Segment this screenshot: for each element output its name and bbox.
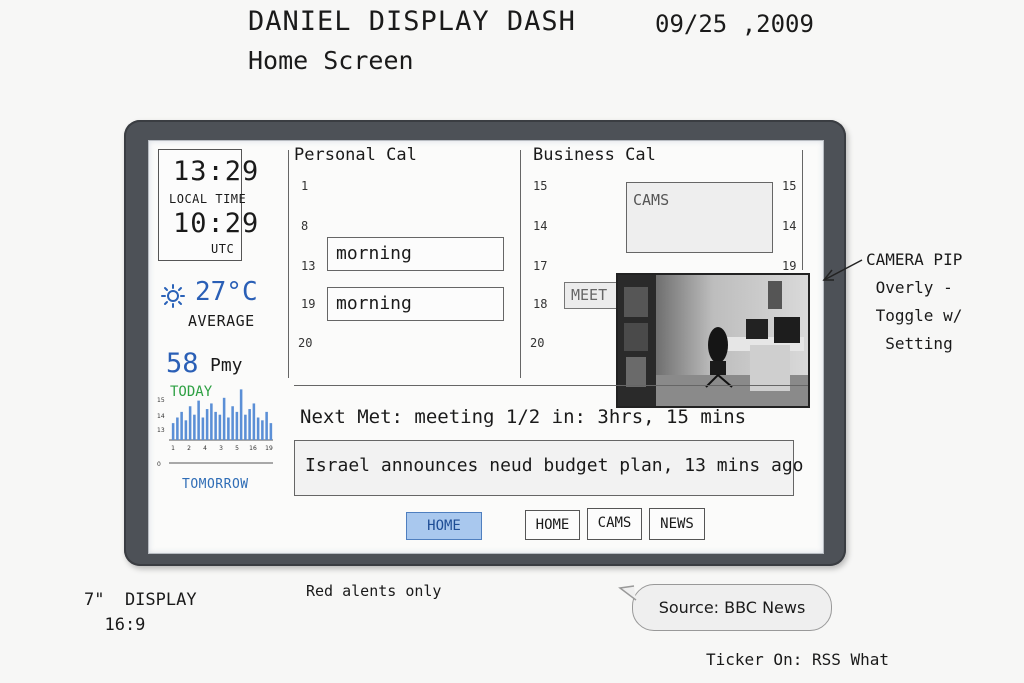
rain-bar <box>180 411 183 440</box>
rain-bar <box>256 417 260 440</box>
utc-time: 10:29 <box>173 208 260 239</box>
tomorrow-label: TOMORROW <box>182 477 249 492</box>
x-tick-label: 16 <box>249 445 257 452</box>
sun-icon <box>160 283 186 315</box>
x-tick-label: 19 <box>265 445 273 452</box>
rain-bar <box>218 414 222 440</box>
bubble-tail <box>618 585 637 601</box>
rain-bar <box>193 414 196 440</box>
rain-bar <box>205 409 209 440</box>
business-hour: 20 <box>530 336 545 350</box>
cams-button[interactable]: CAMS <box>587 508 642 540</box>
rain-bar <box>184 420 188 440</box>
business-hour-right: 15 <box>782 179 797 193</box>
red-alerts-note: Red alents only <box>306 582 442 600</box>
rain-bar <box>210 403 213 440</box>
rain-bar <box>252 403 256 440</box>
personal-event[interactable]: morning <box>327 287 504 321</box>
camera-pip[interactable] <box>616 273 810 408</box>
rain-bar <box>265 411 268 440</box>
rain-bar <box>248 409 251 440</box>
business-cal-title: Business Cal <box>533 145 656 165</box>
business-hour-right: 14 <box>782 219 797 233</box>
y-tick-label: 15 <box>157 397 165 404</box>
business-hour-right: 19 <box>782 259 797 273</box>
x-tick-label: 1 <box>171 445 175 452</box>
next-meeting: Next Met: meeting 1/2 in: 3hrs, 15 mins <box>300 406 747 428</box>
business-hour: 18 <box>533 297 548 311</box>
ticker-annotation: Ticker On: RSS What <box>706 650 890 669</box>
divider <box>802 150 803 270</box>
rain-bar <box>231 406 234 440</box>
divider <box>294 385 808 386</box>
rain-bar <box>171 423 175 440</box>
rain-bar <box>239 389 243 440</box>
rain-bar <box>197 400 200 440</box>
x-tick-label: 4 <box>203 445 207 452</box>
rainfall-unit: Pmy <box>210 355 243 376</box>
source-bubble: Source: BBC News <box>632 584 832 631</box>
today-label: TODAY <box>170 384 213 400</box>
x-tick-label: 3 <box>219 445 223 452</box>
rain-bar <box>235 411 239 440</box>
local-time-label: LOCAL TIME <box>169 192 247 206</box>
display-annotation: 7" DISPLAY 16:9 <box>84 590 197 635</box>
business-hour: 17 <box>533 259 548 273</box>
sketch-title: DANIEL DISPLAY DASH <box>248 6 576 37</box>
rain-bar <box>222 397 226 440</box>
rain-bar <box>244 414 247 440</box>
news-button[interactable]: NEWS <box>649 508 705 540</box>
personal-event[interactable]: morning <box>327 237 504 271</box>
utc-label: UTC <box>211 242 235 256</box>
sketch-date: 09/25 ,2009 <box>655 10 814 38</box>
y-tick-label: 14 <box>157 413 165 420</box>
personal-hour: 20 <box>298 336 313 350</box>
rain-bar <box>188 406 192 440</box>
home-button-active[interactable]: HOME <box>406 512 482 540</box>
rain-bar <box>261 420 264 440</box>
rain-bar <box>176 417 179 440</box>
local-time: 13:29 <box>173 156 260 187</box>
clock-widget: 13:29 LOCAL TIME 10:29 UTC <box>158 149 258 261</box>
business-hour: 15 <box>533 179 548 193</box>
temperature-label: AVERAGE <box>188 312 255 330</box>
rainfall-chart: 15 14 13 0 1 2 4 3 5 16 19 <box>157 389 273 468</box>
pip-annotation: CAMERA PIP Overly - Toggle w/ Setting <box>866 250 963 353</box>
rain-bar <box>269 423 273 440</box>
y-tick-label: 0 <box>157 461 161 468</box>
home-button[interactable]: HOME <box>525 510 580 540</box>
personal-hour: 8 <box>301 219 309 233</box>
personal-hour: 19 <box>301 297 316 311</box>
pip-arrow <box>822 259 863 281</box>
x-tick-label: 2 <box>187 445 191 452</box>
personal-cal-title: Personal Cal <box>294 145 417 165</box>
temperature: 27°C <box>195 277 258 307</box>
business-event[interactable]: MEET <box>564 282 620 309</box>
y-tick-label: 13 <box>157 427 165 434</box>
camera-feed-image <box>618 275 808 406</box>
rain-bar <box>201 417 205 440</box>
personal-hour: 13 <box>301 259 316 273</box>
rainfall-value: 58 <box>166 348 199 379</box>
divider <box>520 150 521 378</box>
sketch-subtitle: Home Screen <box>248 46 414 75</box>
divider <box>288 150 289 378</box>
cams-tile[interactable]: CAMS <box>626 182 773 253</box>
rain-bar <box>214 411 217 440</box>
news-ticker[interactable]: Israel announces neud budget plan, 13 mi… <box>294 440 804 496</box>
personal-hour: 1 <box>301 179 309 193</box>
x-tick-label: 5 <box>235 445 239 452</box>
rain-bar <box>227 417 230 440</box>
business-hour: 14 <box>533 219 548 233</box>
